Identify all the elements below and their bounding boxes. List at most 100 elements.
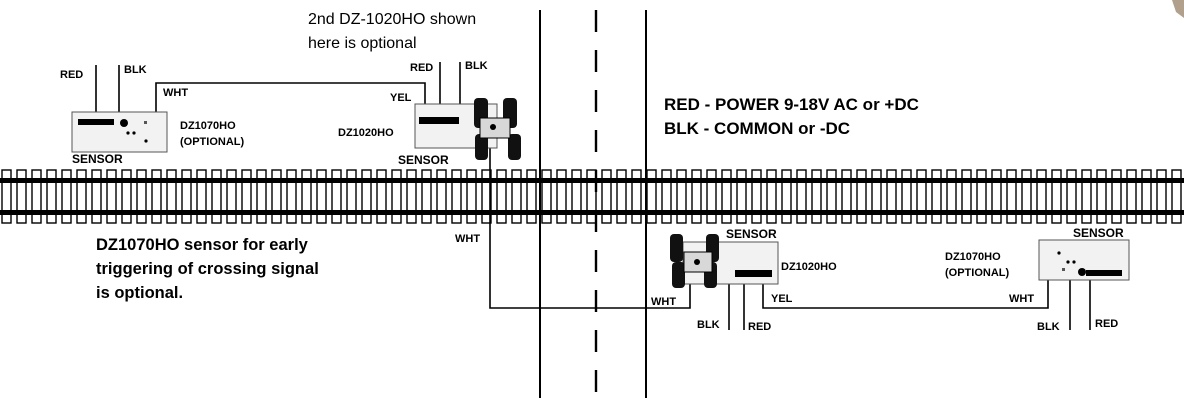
right-controller-blk-label: BLK xyxy=(697,319,720,331)
right-sensor-model-label: DZ1070HO xyxy=(945,251,1001,263)
track-ties xyxy=(1,169,1182,224)
track-tie xyxy=(856,169,867,224)
sensor-note-line3: is optional. xyxy=(96,284,183,302)
right-controller-wht-mid-label: WHT xyxy=(455,233,480,245)
track-tie xyxy=(481,169,492,224)
right-controller-wht-label: WHT xyxy=(651,296,676,308)
track-tie xyxy=(1096,169,1107,224)
track-tie xyxy=(1141,169,1152,224)
track-tie xyxy=(46,169,57,224)
left-sensor-sensor-label: SENSOR xyxy=(72,152,123,166)
track-tie xyxy=(76,169,87,224)
track-tie xyxy=(616,169,627,224)
track-tie xyxy=(916,169,927,224)
left-controller-board xyxy=(414,98,521,160)
track-tie xyxy=(331,169,342,224)
track-tie xyxy=(871,169,882,224)
right-controller-model-label: DZ1020HO xyxy=(781,261,837,273)
track-tie xyxy=(886,169,897,224)
track-tie xyxy=(706,169,717,224)
track-tie xyxy=(256,169,267,224)
track-tie xyxy=(781,169,792,224)
right-sensor-red-label: RED xyxy=(1095,318,1118,330)
track-tie xyxy=(1126,169,1137,224)
track-tie xyxy=(436,169,447,224)
track-tie xyxy=(1171,169,1182,224)
right-controller-red-label: RED xyxy=(748,321,771,333)
corner-fragment xyxy=(1172,0,1184,18)
legend-blk: BLK - COMMON or -DC xyxy=(664,119,850,138)
track-tie xyxy=(736,169,747,224)
left-sensor-red-label: RED xyxy=(60,69,83,81)
track-tie xyxy=(301,169,312,224)
optional-note-line1: 2nd DZ-1020HO shown xyxy=(308,11,476,28)
track-tie xyxy=(1156,169,1167,224)
track-tie xyxy=(841,169,852,224)
track-tie xyxy=(601,169,612,224)
track-tie xyxy=(691,169,702,224)
track-tie xyxy=(646,169,657,224)
track-tie xyxy=(391,169,402,224)
track-tie xyxy=(901,169,912,224)
right-sensor-optional-label: (OPTIONAL) xyxy=(945,267,1009,279)
track-tie xyxy=(151,169,162,224)
track-tie xyxy=(91,169,102,224)
track-tie xyxy=(946,169,957,224)
track-rails xyxy=(0,178,1184,215)
track-tie xyxy=(1111,169,1122,224)
track-tie xyxy=(556,169,567,224)
left-controller-yel-label: YEL xyxy=(390,92,412,104)
track-tie xyxy=(1021,169,1032,224)
left-controller-blk-label: BLK xyxy=(465,60,488,72)
track-tie xyxy=(466,169,477,224)
sensor-note-line2: triggering of crossing signal xyxy=(96,260,319,278)
track-tie xyxy=(1,169,12,224)
track-tie xyxy=(811,169,822,224)
track-tie xyxy=(316,169,327,224)
track-tie xyxy=(541,169,552,224)
track-tie xyxy=(511,169,522,224)
left-sensor-optional-label: (OPTIONAL) xyxy=(180,136,244,148)
left-controller-sensor-label: SENSOR xyxy=(398,153,449,167)
track-tie xyxy=(526,169,537,224)
track-tie xyxy=(211,169,222,224)
road-crossing xyxy=(539,10,647,398)
track-tie xyxy=(991,169,1002,224)
track-tie xyxy=(121,169,132,224)
right-controller-yel-label: YEL xyxy=(771,293,793,305)
optional-note-line2: here is optional xyxy=(308,35,417,52)
wires xyxy=(95,62,1091,330)
track-tie xyxy=(931,169,942,224)
track-tie xyxy=(271,169,282,224)
track-tie xyxy=(766,169,777,224)
track-tie xyxy=(346,169,357,224)
track-tie xyxy=(586,169,597,224)
track-tie xyxy=(496,169,507,224)
track-tie xyxy=(421,169,432,224)
left-sensor-model-label: DZ1070HO xyxy=(180,120,236,132)
left-sensor-board xyxy=(71,111,168,153)
track-tie xyxy=(1081,169,1092,224)
left-sensor-wht-label: WHT xyxy=(163,87,188,99)
track-tie xyxy=(961,169,972,224)
track-tie xyxy=(406,169,417,224)
track-tie xyxy=(826,169,837,224)
left-controller-red-label: RED xyxy=(410,62,433,74)
track-tie xyxy=(31,169,42,224)
track-tie xyxy=(631,169,642,224)
track-tie xyxy=(136,169,147,224)
track-tie xyxy=(796,169,807,224)
right-sensor-sensor-label: SENSOR xyxy=(1073,226,1124,240)
track-tie xyxy=(286,169,297,224)
track-tie xyxy=(571,169,582,224)
legend-red: RED - POWER 9-18V AC or +DC xyxy=(664,95,919,114)
right-sensor-blk-label: BLK xyxy=(1037,321,1060,333)
track-tie xyxy=(1006,169,1017,224)
right-controller-sensor-label: SENSOR xyxy=(726,227,777,241)
left-sensor-blk-label: BLK xyxy=(124,64,147,76)
track-tie xyxy=(721,169,732,224)
track-tie xyxy=(226,169,237,224)
right-sensor-board xyxy=(1038,239,1130,281)
track-tie xyxy=(106,169,117,224)
